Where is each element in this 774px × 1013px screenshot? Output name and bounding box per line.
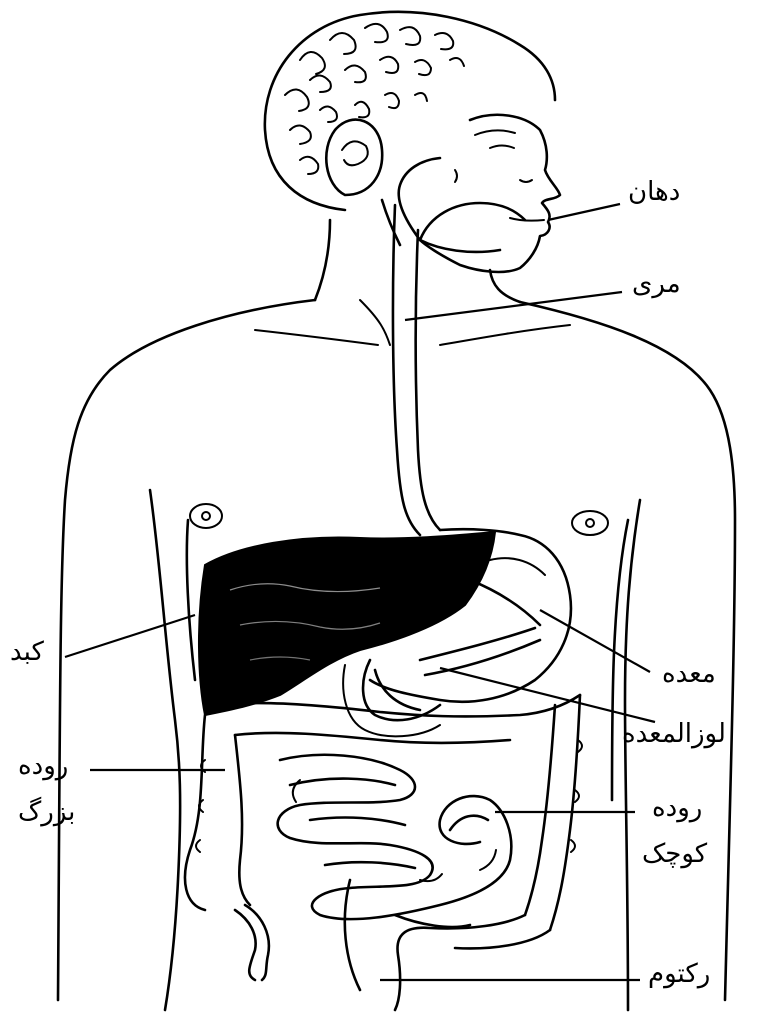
large-intestine	[185, 695, 582, 1010]
liver	[199, 532, 495, 715]
label-mouth: دهان	[628, 178, 680, 208]
label-esophagus: مری	[632, 270, 681, 300]
mouth-esophagus	[393, 158, 525, 535]
label-small-intestine-line1: روده	[652, 794, 702, 824]
label-rectum: رکتوم	[648, 960, 710, 990]
small-intestine	[278, 755, 512, 919]
head-outline	[265, 12, 560, 302]
label-large-intestine-line1: روده	[18, 752, 68, 782]
label-stomach: معده	[662, 660, 716, 690]
label-small-intestine-line2: کوچک	[642, 840, 707, 870]
torso-outline	[58, 300, 735, 1010]
label-liver: کبد	[10, 638, 44, 668]
label-pancreas: لوزالمعده	[622, 720, 726, 750]
leader-liver	[65, 615, 195, 657]
leader-esophagus	[405, 292, 622, 320]
leader-pancreas	[440, 668, 655, 722]
leader-mouth	[548, 204, 620, 220]
leader-stomach	[540, 610, 650, 672]
label-large-intestine-line2: بزرگ	[18, 798, 75, 828]
